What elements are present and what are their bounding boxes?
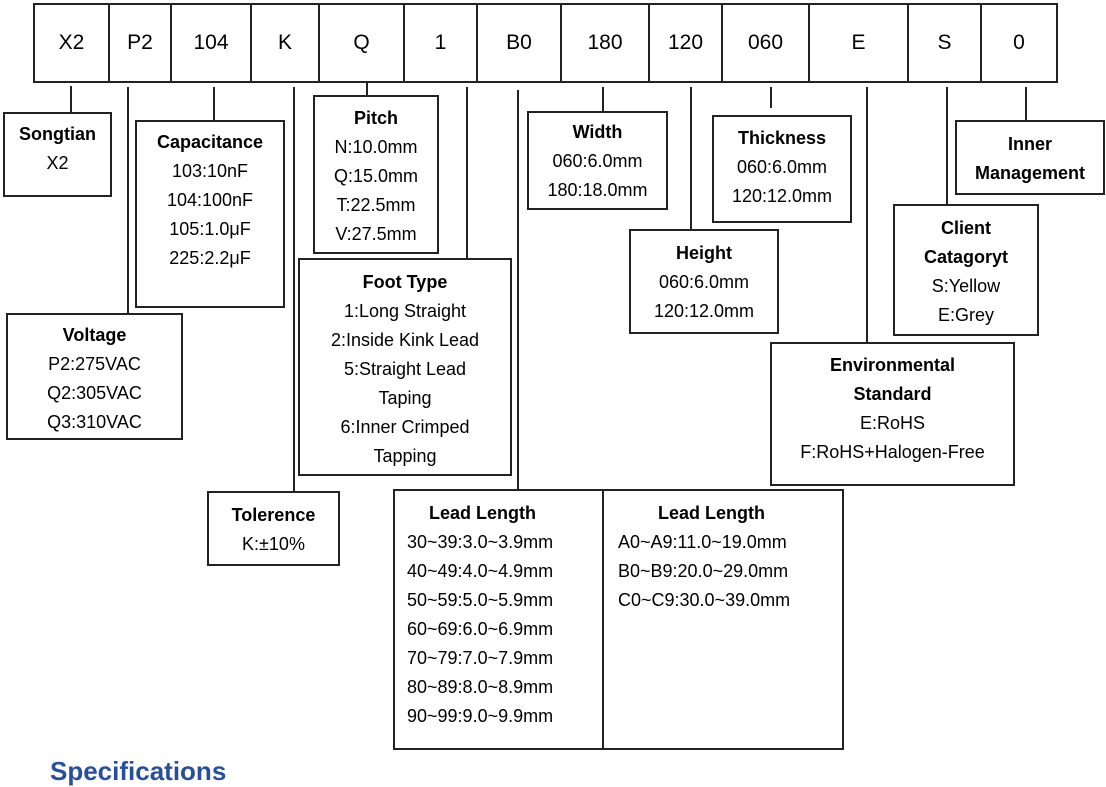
code-cell: 120: [648, 3, 723, 83]
connector-line: [293, 87, 295, 491]
box-title: Pitch: [353, 108, 398, 128]
box-line: 104:100nF: [166, 190, 254, 210]
code-cell: K: [250, 3, 320, 83]
box-line: 060:6.0mm: [552, 151, 643, 171]
connector-line: [213, 87, 215, 120]
code-cell: 104: [170, 3, 252, 83]
connector-line: [690, 87, 692, 229]
foot-type-box: Foot Type 1:Long Straight 2:Inside Kink Le…: [298, 258, 512, 476]
box-line: 120:12.0mm: [731, 186, 833, 206]
box-line: S:Yellow: [931, 276, 1001, 296]
code-cell: 060: [721, 3, 810, 83]
box-line: 60~69:6.0~6.9mm: [407, 619, 554, 639]
box-title: Tolerence: [231, 505, 316, 525]
box-line: T:22.5mm: [336, 195, 416, 215]
box-line: 060:6.0mm: [736, 157, 828, 177]
box-title: Lead Length: [658, 503, 765, 523]
box-line: Q:15.0mm: [333, 166, 419, 186]
box-line: 30~39:3.0~3.9mm: [407, 532, 554, 552]
code-cell: 180: [560, 3, 650, 83]
box-line: 6:Inner Crimped: [340, 417, 470, 437]
box-line: 5:Straight Lead: [343, 359, 467, 379]
box-line: E:RoHS: [859, 413, 926, 433]
box-title: Foot Type: [362, 272, 448, 292]
box-line: N:10.0mm: [334, 137, 418, 157]
height-box: Height 060:6.0mm 120:12.0mm: [629, 229, 779, 334]
box-title: Management: [974, 163, 1086, 183]
connector-line: [946, 87, 948, 204]
connector-line: [770, 87, 772, 108]
connector-line: [466, 87, 468, 258]
box-line: X2: [46, 153, 69, 173]
code-cell: P2: [108, 3, 172, 83]
box-title: Songtian: [19, 124, 96, 144]
box-title: Catagoryt: [923, 247, 1008, 267]
box-title: Client: [940, 218, 991, 238]
code-cell: S: [907, 3, 982, 83]
box-line: A0~A9:11.0~19.0mm: [618, 532, 787, 552]
box-line: V:27.5mm: [335, 224, 417, 244]
box-line: 225:2.2μF: [169, 248, 251, 268]
box-line: Taping: [378, 388, 432, 408]
box-title: Lead Length: [429, 503, 536, 523]
box-line: F:RoHS+Halogen-Free: [800, 442, 985, 462]
box-line: 1:Long Straight: [343, 301, 467, 321]
box-line: Q3:310VAC: [47, 412, 142, 432]
connector-line: [866, 87, 868, 342]
box-line: K:±10%: [242, 534, 305, 554]
box-line: B0~B9:20.0~29.0mm: [618, 561, 789, 581]
connector-line: [127, 87, 129, 313]
thickness-box: Thickness 060:6.0mm 120:12.0mm: [712, 115, 852, 223]
box-title: Environmental: [829, 355, 956, 375]
code-cell: X2: [33, 3, 110, 83]
box-line: 2:Inside Kink Lead: [330, 330, 480, 350]
box-line: 80~89:8.0~8.9mm: [407, 677, 554, 697]
box-line: 40~49:4.0~4.9mm: [407, 561, 554, 581]
box-line: 120:12.0mm: [653, 301, 755, 321]
box-line: Tapping: [373, 446, 437, 466]
box-title: Standard: [853, 384, 932, 404]
box-line: 180:18.0mm: [547, 180, 648, 200]
code-cell: B0: [476, 3, 562, 83]
box-line: 90~99:9.0~9.9mm: [407, 706, 554, 726]
box-line: 060:6.0mm: [658, 272, 750, 292]
code-cell: E: [808, 3, 909, 83]
box-line: Q2:305VAC: [47, 383, 142, 403]
capacitance-box: Capacitance 103:10nF 104:100nF 105:1.0μF 225…: [135, 120, 285, 308]
box-title: Inner: [1007, 134, 1052, 154]
box-title: Voltage: [62, 325, 127, 345]
width-box: Width 060:6.0mm 180:18.0mm: [527, 111, 668, 210]
box-line: 70~79:7.0~7.9mm: [407, 648, 554, 668]
specifications-heading: Specifications: [50, 756, 227, 786]
box-title: Width: [572, 122, 623, 142]
box-line: C0~C9:30.0~39.0mm: [618, 590, 791, 610]
connector-line: [517, 90, 519, 489]
connector-line: [70, 86, 72, 112]
box-line: P2:275VAC: [48, 354, 141, 374]
connector-line: [366, 83, 368, 95]
box-title: Thickness: [737, 128, 827, 148]
code-cell: 0: [980, 3, 1058, 83]
box-title: Capacitance: [156, 132, 264, 152]
box-line: E:Grey: [937, 305, 994, 325]
lead-length-box-numeric: Lead Length 30~39:3.0~3.9mm 40~49:4.0~4.9m…: [393, 489, 604, 750]
box-line: 50~59:5.0~5.9mm: [407, 590, 554, 610]
box-line: 103:10nF: [171, 161, 249, 181]
connector-line: [602, 87, 604, 111]
box-title: Height: [676, 243, 732, 263]
connector-line: [1025, 87, 1027, 120]
code-cell: 1: [403, 3, 478, 83]
box-line: 105:1.0μF: [169, 219, 251, 239]
code-cell: Q: [318, 3, 405, 83]
